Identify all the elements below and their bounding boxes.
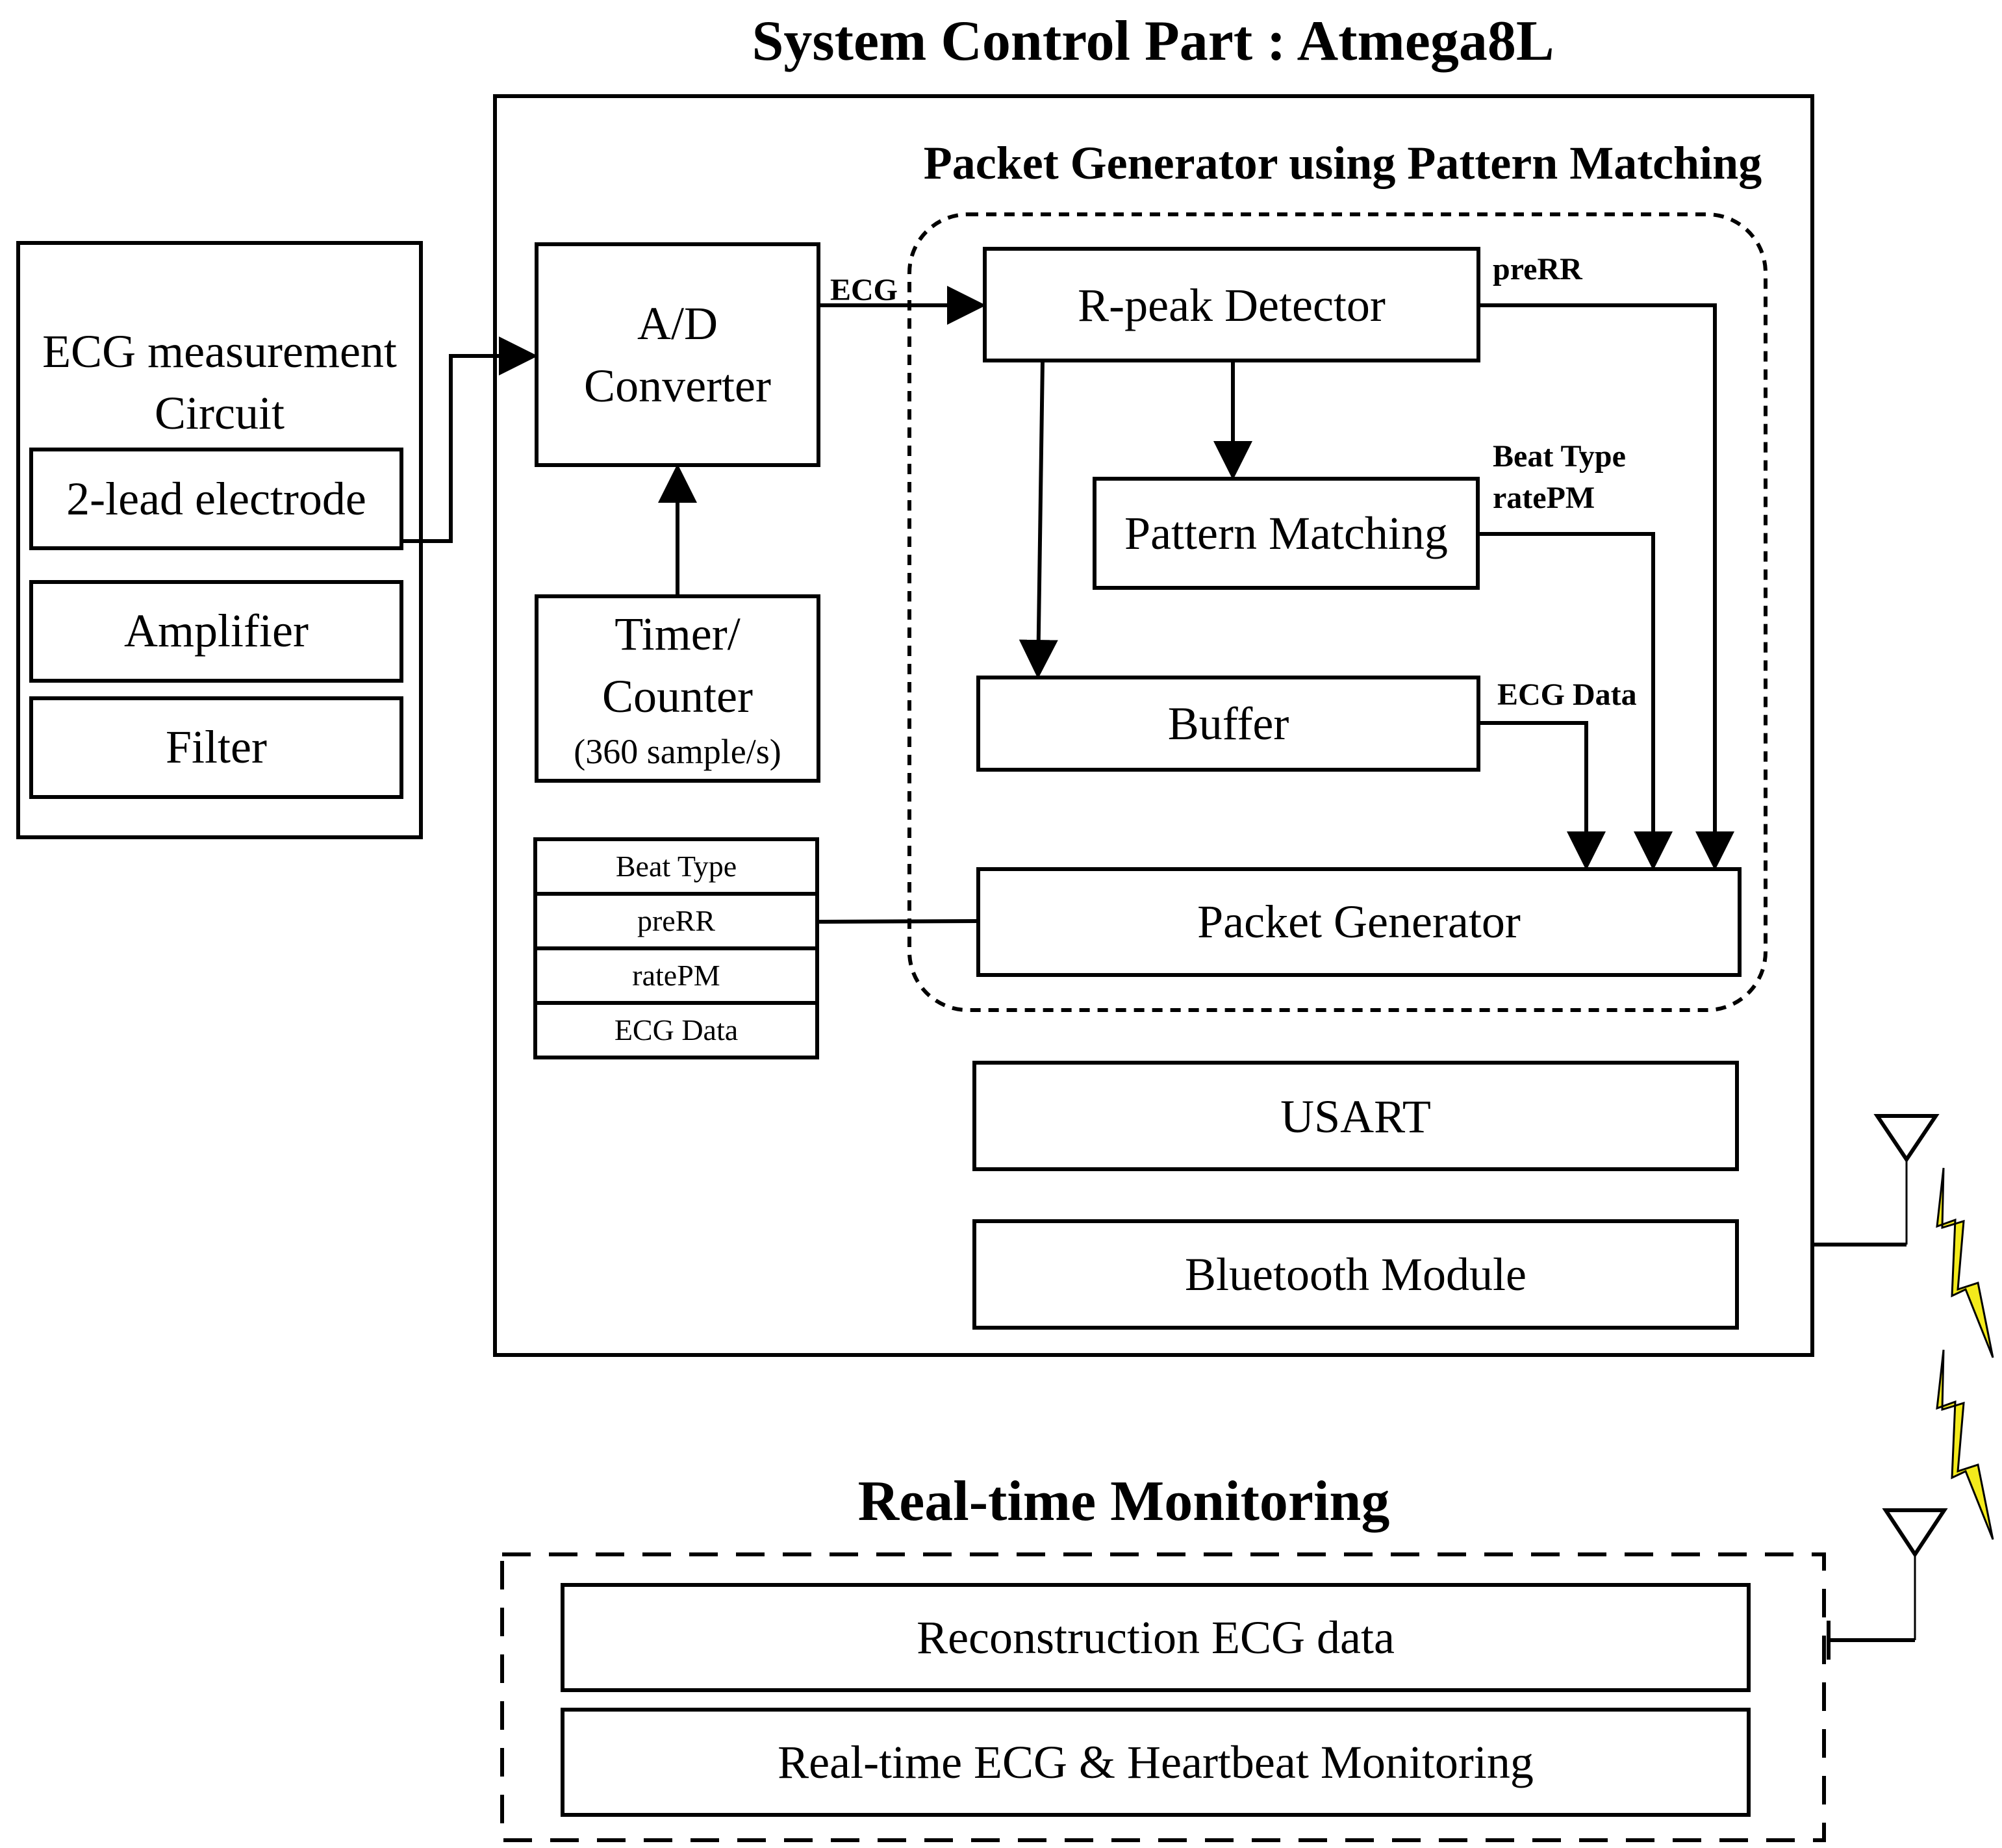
ecg-circuit-label-line1: ECG measurement	[42, 325, 397, 377]
electrode-label: 2-lead electrode	[66, 473, 366, 525]
beat-type-signal-label: Beat Type	[1493, 439, 1626, 474]
rpeak-detector-label: R-peak Detector	[1078, 279, 1386, 331]
pattern-matching-box	[1093, 477, 1480, 590]
lightning-bolt-icon-upper	[1936, 1167, 1994, 1358]
bluetooth-module-box	[972, 1219, 1739, 1330]
timer-label-line2: Counter	[602, 670, 753, 722]
pattern-matching-label: Pattern Matching	[1124, 507, 1448, 559]
adc-box	[535, 242, 820, 467]
rpeak-detector-box	[983, 247, 1480, 362]
timer-label-line3: (360 sample/s)	[574, 732, 781, 771]
usart-label: USART	[1280, 1091, 1431, 1143]
electrode-box	[29, 448, 403, 550]
monitoring-region	[500, 1552, 1826, 1842]
packet-field-beat-type	[533, 837, 819, 896]
realtime-monitoring-box	[561, 1708, 1751, 1817]
beattype-ratepm-to-packet-arrow	[1478, 532, 1673, 870]
prerr-to-packet-arrow	[1478, 303, 1734, 870]
bluetooth-module-label: Bluetooth Module	[1185, 1248, 1527, 1300]
packet-to-fields-line	[817, 919, 979, 924]
reconstruction-label: Reconstruction ECG data	[917, 1612, 1395, 1664]
filter-box	[29, 696, 403, 799]
timer-label-line1: Timer/	[615, 608, 740, 660]
reconstruction-box	[561, 1583, 1751, 1692]
packet-generator-box	[976, 867, 1742, 977]
adc-label-line2: Converter	[584, 360, 771, 412]
ecg-data-signal-label: ECG Data	[1497, 677, 1637, 712]
usart-box	[972, 1061, 1739, 1171]
timer-box	[535, 594, 820, 783]
lightning-bolt-icon-lower	[1936, 1349, 1994, 1540]
system-title: System Control Part : Atmega8L	[752, 10, 1554, 73]
packet-generator-label: Packet Generator	[1197, 896, 1521, 948]
prerr-signal-label: preRR	[1493, 252, 1583, 286]
filter-label: Filter	[166, 721, 267, 773]
receiver-antenna-icon	[1882, 1508, 1948, 1558]
amplifier-label: Amplifier	[124, 605, 309, 657]
packet-generator-section-title: Packet Generator using Pattern Matching	[924, 137, 1762, 189]
buffer-label: Buffer	[1168, 698, 1289, 750]
ecg-circuit-label-line2: Circuit	[155, 387, 285, 439]
rpeak-to-buffer-arrow	[1019, 360, 1058, 679]
realtime-monitoring-label: Real-time ECG & Heartbeat Monitoring	[778, 1736, 1534, 1788]
ecgdata-to-packet-arrow	[1478, 721, 1606, 870]
adc-label-line1: A/D	[637, 297, 718, 349]
packet-field-ecg-data-label: ECG Data	[615, 1013, 738, 1046]
ratepm-signal-label: ratePM	[1493, 481, 1595, 515]
packet-field-ecg-data	[533, 1001, 819, 1059]
packet-field-ratepm-label: ratePM	[632, 959, 720, 992]
packet-generator-region	[907, 212, 1768, 1012]
transmitter-antenna-icon	[1873, 1114, 1940, 1163]
electrode-to-adc-arrow	[401, 336, 538, 543]
buffer-box	[976, 676, 1480, 772]
amplifier-box	[29, 580, 403, 683]
packet-field-beat-type-label: Beat Type	[616, 850, 737, 883]
packet-field-prerr-label: preRR	[637, 904, 715, 937]
monitoring-title: Real-time Monitoring	[858, 1470, 1390, 1533]
ecg-signal-label: ECG	[830, 273, 898, 307]
